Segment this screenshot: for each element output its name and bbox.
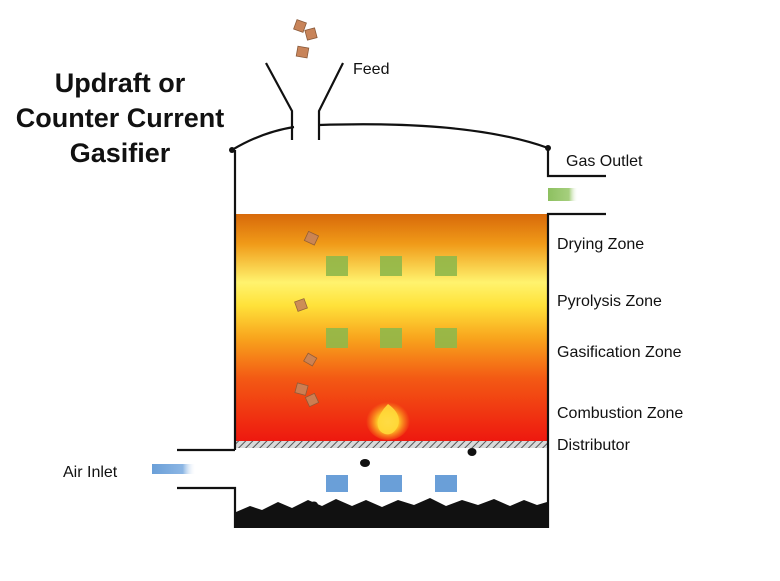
air-block [380, 475, 402, 492]
gas-outlet-label: Gas Outlet [566, 153, 643, 170]
air-block [326, 475, 348, 492]
air-block [435, 475, 457, 492]
title-line-1: Updraft or [55, 68, 186, 98]
title-line-3: Gasifier [70, 138, 171, 168]
distributor-label: Distributor [557, 437, 631, 454]
biomass-falling [294, 230, 320, 408]
pyrolysis-zone-label: Pyrolysis Zone [557, 293, 662, 310]
ash-particle [360, 459, 370, 467]
ash-particle [467, 448, 477, 456]
air-inlet-label: Air Inlet [63, 464, 118, 481]
drying-zone-label: Drying Zone [557, 236, 644, 253]
volatile-block [435, 328, 457, 348]
ash-bed [236, 498, 547, 528]
vessel-joint-right [545, 145, 551, 151]
title-line-2: Counter Current [16, 103, 225, 133]
combustion-zone-label: Combustion Zone [557, 405, 683, 422]
volatile-block [326, 256, 348, 276]
vessel-outline [177, 62, 606, 528]
air-inlet-arrow [152, 464, 196, 474]
vessel-joint-left [229, 147, 235, 153]
gasification-zone-label: Gasification Zone [557, 344, 682, 361]
gas-outlet-arrow [548, 188, 578, 201]
volatile-block [380, 328, 402, 348]
volatile-block [435, 256, 457, 276]
feed-label: Feed [353, 61, 389, 78]
biomass-feed [293, 19, 318, 59]
ash-particle [310, 501, 318, 509]
volatile-block [326, 328, 348, 348]
volatile-block [380, 256, 402, 276]
flame [377, 404, 399, 435]
distributor-grate [235, 441, 548, 448]
